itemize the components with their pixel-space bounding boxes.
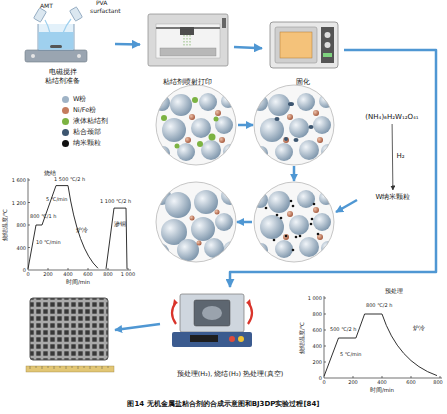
chart-label: 400 [63, 272, 73, 277]
chart-label: 5 ℃/min [340, 352, 362, 357]
legend-text: W粉 [73, 95, 86, 104]
chart-label: 800 [16, 223, 26, 228]
legend-swatch [62, 107, 69, 114]
chart-label: 烧结温度/℃ [300, 322, 306, 354]
chart-label: 200 [43, 272, 53, 277]
chart-label: 1 600 [12, 178, 26, 183]
legend-swatch [62, 118, 69, 125]
chart-label: 炉冷 [413, 326, 425, 332]
chart-label: 渗铜 [114, 222, 126, 228]
chart-label: 1 100 ℃/2 h [100, 199, 131, 204]
chart-label: 0 [319, 376, 322, 381]
particle-view-nano [252, 182, 335, 262]
chart-label: 1 200 [12, 200, 26, 205]
chart-label: 烧结 [44, 171, 56, 177]
chart-label: AMT [40, 3, 53, 9]
chart-label: 烧结温度/℃ [3, 209, 9, 241]
process-node: 固化 [262, 14, 344, 86]
printer-illustration [148, 14, 228, 66]
legend-row: 粘合颈部 [62, 127, 108, 138]
node-text: W纳米颗粒 [376, 193, 411, 201]
flow-connector [392, 124, 394, 190]
process-node: (NH₄)₆H₂W₁₂O₄₁ [350, 110, 434, 124]
flow-connector [234, 47, 262, 48]
chart-label: 400 [312, 344, 322, 349]
chart-label: 0 [26, 272, 29, 277]
legend: W粉 Ni/Fe粉液体粘结剂粘合颈部纳米颗粒 [62, 94, 108, 149]
chart-label: 1 000 [121, 272, 135, 277]
node-text: 粘结剂准备 [45, 77, 80, 85]
process-node: W纳米颗粒 [358, 190, 428, 204]
process-node: 粘结剂喷射打印 [140, 4, 234, 86]
chart-label: 预处理 [385, 289, 403, 295]
sintering-chart [28, 178, 131, 270]
node-text: 电磁搅拌 [49, 68, 77, 76]
node-text: 预处理(H₂), 烧结(H₂) 热处理(真空) [177, 371, 283, 379]
chart-label: 10 ℃/min [36, 240, 61, 245]
edge-label: H₂ [397, 153, 405, 160]
chart-label: 1 000 [308, 296, 322, 301]
chart-label: 200 [348, 380, 358, 385]
chart-label: 200 [312, 360, 322, 365]
chart-label: PVA [96, 0, 107, 6]
chart-label: 400 [16, 245, 26, 250]
chart-label: 0 [23, 268, 26, 273]
printed-lattice-photo [26, 298, 114, 372]
legend-row: 液体粘结剂 [62, 116, 108, 127]
particle-view-binder [154, 85, 237, 165]
legend-row: 纳米颗粒 [62, 138, 108, 149]
oven-illustration [270, 22, 338, 68]
node-text: 固化 [296, 78, 310, 86]
chart-label: 600 [406, 380, 416, 385]
stirrer-illustration [25, 7, 87, 62]
legend-swatch [62, 140, 69, 147]
pretreatment-chart [324, 296, 442, 378]
chart-label: 时间/min [370, 388, 394, 394]
flow-connector [115, 43, 140, 46]
furnace-illustration [172, 294, 252, 347]
node-text: (NH₄)₆H₂W₁₂O₄₁ [365, 113, 418, 121]
legend-row: Ni/Fe粉 [62, 105, 108, 116]
chart-label: 800 [103, 272, 113, 277]
chart-label: 时间/min [66, 280, 90, 286]
chart-label: 600 [312, 328, 322, 333]
chart-label: surfactant [90, 8, 121, 14]
chart-label: 600 [83, 272, 93, 277]
legend-text: 粘合颈部 [73, 128, 101, 137]
legend-text: 液体粘结剂 [73, 117, 108, 126]
particle-view-cured [252, 85, 335, 165]
chart-label: 800 [312, 312, 322, 317]
process-node: 预处理(H₂), 烧结(H₂) 热处理(真空) [160, 287, 300, 379]
node-text: 粘结剂喷射打印 [163, 78, 212, 86]
process-node: 电磁搅拌粘结剂准备 [10, 2, 115, 85]
legend-text: Ni/Fe粉 [73, 106, 96, 115]
chart-label: 800 ℃/1 h [30, 214, 56, 219]
chart-label: 0 [322, 380, 325, 385]
legend-swatch [62, 129, 69, 136]
figure-caption: 图14 无机金属盐粘合剂的合成示意图和BJ3DP实验过程[84] [0, 399, 447, 409]
chart-label: 400 [377, 380, 387, 385]
chart-label: 炉冷 [76, 228, 88, 234]
chart-label: 800 [433, 380, 443, 385]
chart-label: 1 500 ℃/2 h [54, 177, 85, 182]
flow-connector [230, 50, 436, 287]
legend-row: W粉 [62, 94, 108, 105]
chart-label: 500 ℃/2 h [330, 327, 356, 332]
particle-view-sintered [151, 182, 241, 262]
chart-label: 5 ℃/min [46, 197, 68, 202]
legend-text: 纳米颗粒 [73, 139, 101, 148]
legend-swatch [62, 96, 69, 103]
chart-label: 800 ℃/2 h [366, 303, 392, 308]
